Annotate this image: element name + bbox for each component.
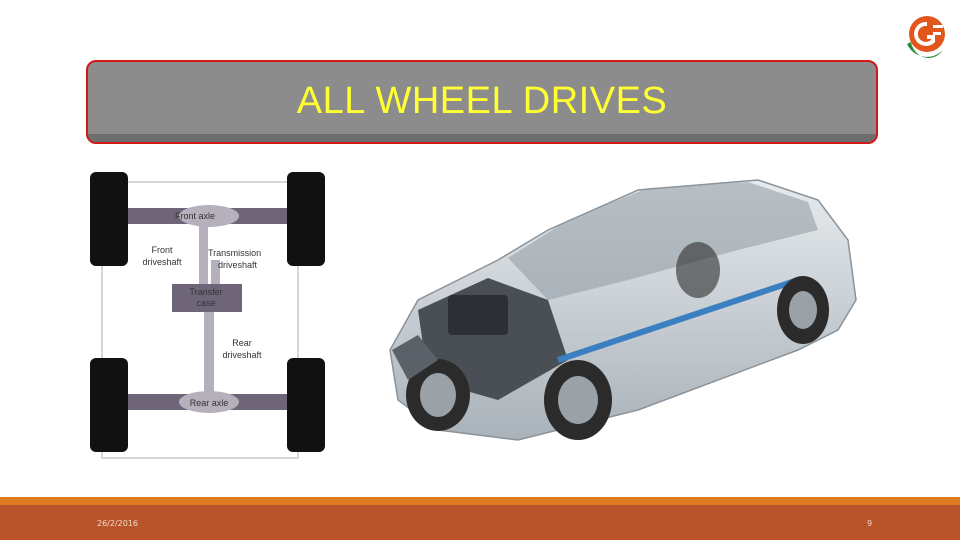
- rear-differential: [179, 391, 239, 413]
- rear-right-wheel: [287, 358, 325, 452]
- front-left-wheel: [90, 172, 128, 266]
- label-transfer-case-2: case: [196, 298, 215, 308]
- awd-drivetrain-diagram: Front axle Front driveshaft Transmission…: [90, 172, 325, 459]
- label-front-driveshaft-1: Front: [151, 245, 173, 255]
- footer-accent-line: [0, 497, 960, 505]
- engine-block: [448, 295, 508, 335]
- label-front-driveshaft-2: driveshaft: [142, 257, 182, 267]
- title-box: ALL WHEEL DRIVES: [86, 60, 878, 144]
- transfer-case-box: [172, 284, 242, 312]
- front-right-wheel: [287, 172, 325, 266]
- car-glass: [508, 182, 818, 300]
- label-rear-driveshaft-1: Rear: [232, 338, 252, 348]
- label-transfer-case-1: Transfer: [189, 287, 222, 297]
- front-driveshaft: [199, 226, 208, 284]
- rear-left-wheel: [90, 358, 128, 452]
- label-transmission-driveshaft-2: driveshaft: [218, 260, 258, 270]
- transmission-driveshaft: [211, 260, 220, 284]
- diagram-frame: [101, 181, 299, 459]
- rear-left-wheel: [676, 242, 720, 298]
- awd-car-cutaway-illustration: [389, 179, 857, 441]
- ge-logo-icon: [898, 9, 952, 63]
- page-number: 9: [867, 519, 873, 528]
- car-grille: [392, 335, 438, 380]
- front-differential: [179, 205, 239, 227]
- driveshaft-line: [557, 277, 799, 363]
- footer-date: 26/2/2016: [97, 519, 139, 528]
- footer-bar: 26/2/2016 9: [0, 505, 960, 540]
- label-rear-axle: Rear axle: [190, 398, 229, 408]
- label-transmission-driveshaft-1: Transmission: [208, 248, 261, 258]
- label-rear-driveshaft-2: driveshaft: [222, 350, 262, 360]
- label-front-axle: Front axle: [175, 211, 215, 221]
- rear-driveshaft: [204, 312, 214, 392]
- title-box-shadow: [88, 134, 876, 142]
- slide-title: ALL WHEEL DRIVES: [296, 80, 668, 122]
